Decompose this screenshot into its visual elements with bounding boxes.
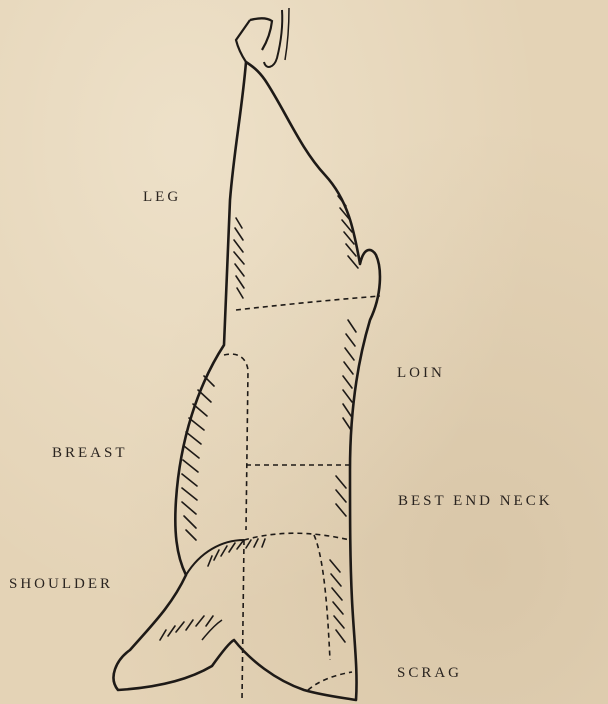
leg-loin-cut-line bbox=[236, 296, 380, 310]
shading-hatches bbox=[160, 196, 358, 642]
scrag-inner-cut-line bbox=[314, 535, 330, 660]
foreleg-inner-line bbox=[202, 620, 222, 640]
shank-knuckle bbox=[250, 18, 272, 50]
label-scrag: SCRAG bbox=[397, 665, 462, 682]
breast-cut-line bbox=[224, 354, 248, 530]
neck-scrag-cut-line bbox=[244, 533, 350, 540]
scrag-bottom-cut-line bbox=[308, 672, 352, 690]
label-shoulder: SHOULDER bbox=[9, 576, 113, 593]
shank-tip bbox=[236, 20, 250, 62]
label-breast: BREAST bbox=[52, 445, 128, 462]
label-loin: LOIN bbox=[397, 365, 445, 382]
hook-icon-second-wire bbox=[285, 8, 289, 60]
label-best-end-neck: BEST END NECK bbox=[398, 493, 553, 510]
carcass-outline bbox=[114, 62, 380, 700]
shoulder-vertical-cut-line bbox=[242, 540, 244, 700]
cut-lines bbox=[224, 296, 380, 700]
label-leg: LEG bbox=[143, 189, 181, 206]
